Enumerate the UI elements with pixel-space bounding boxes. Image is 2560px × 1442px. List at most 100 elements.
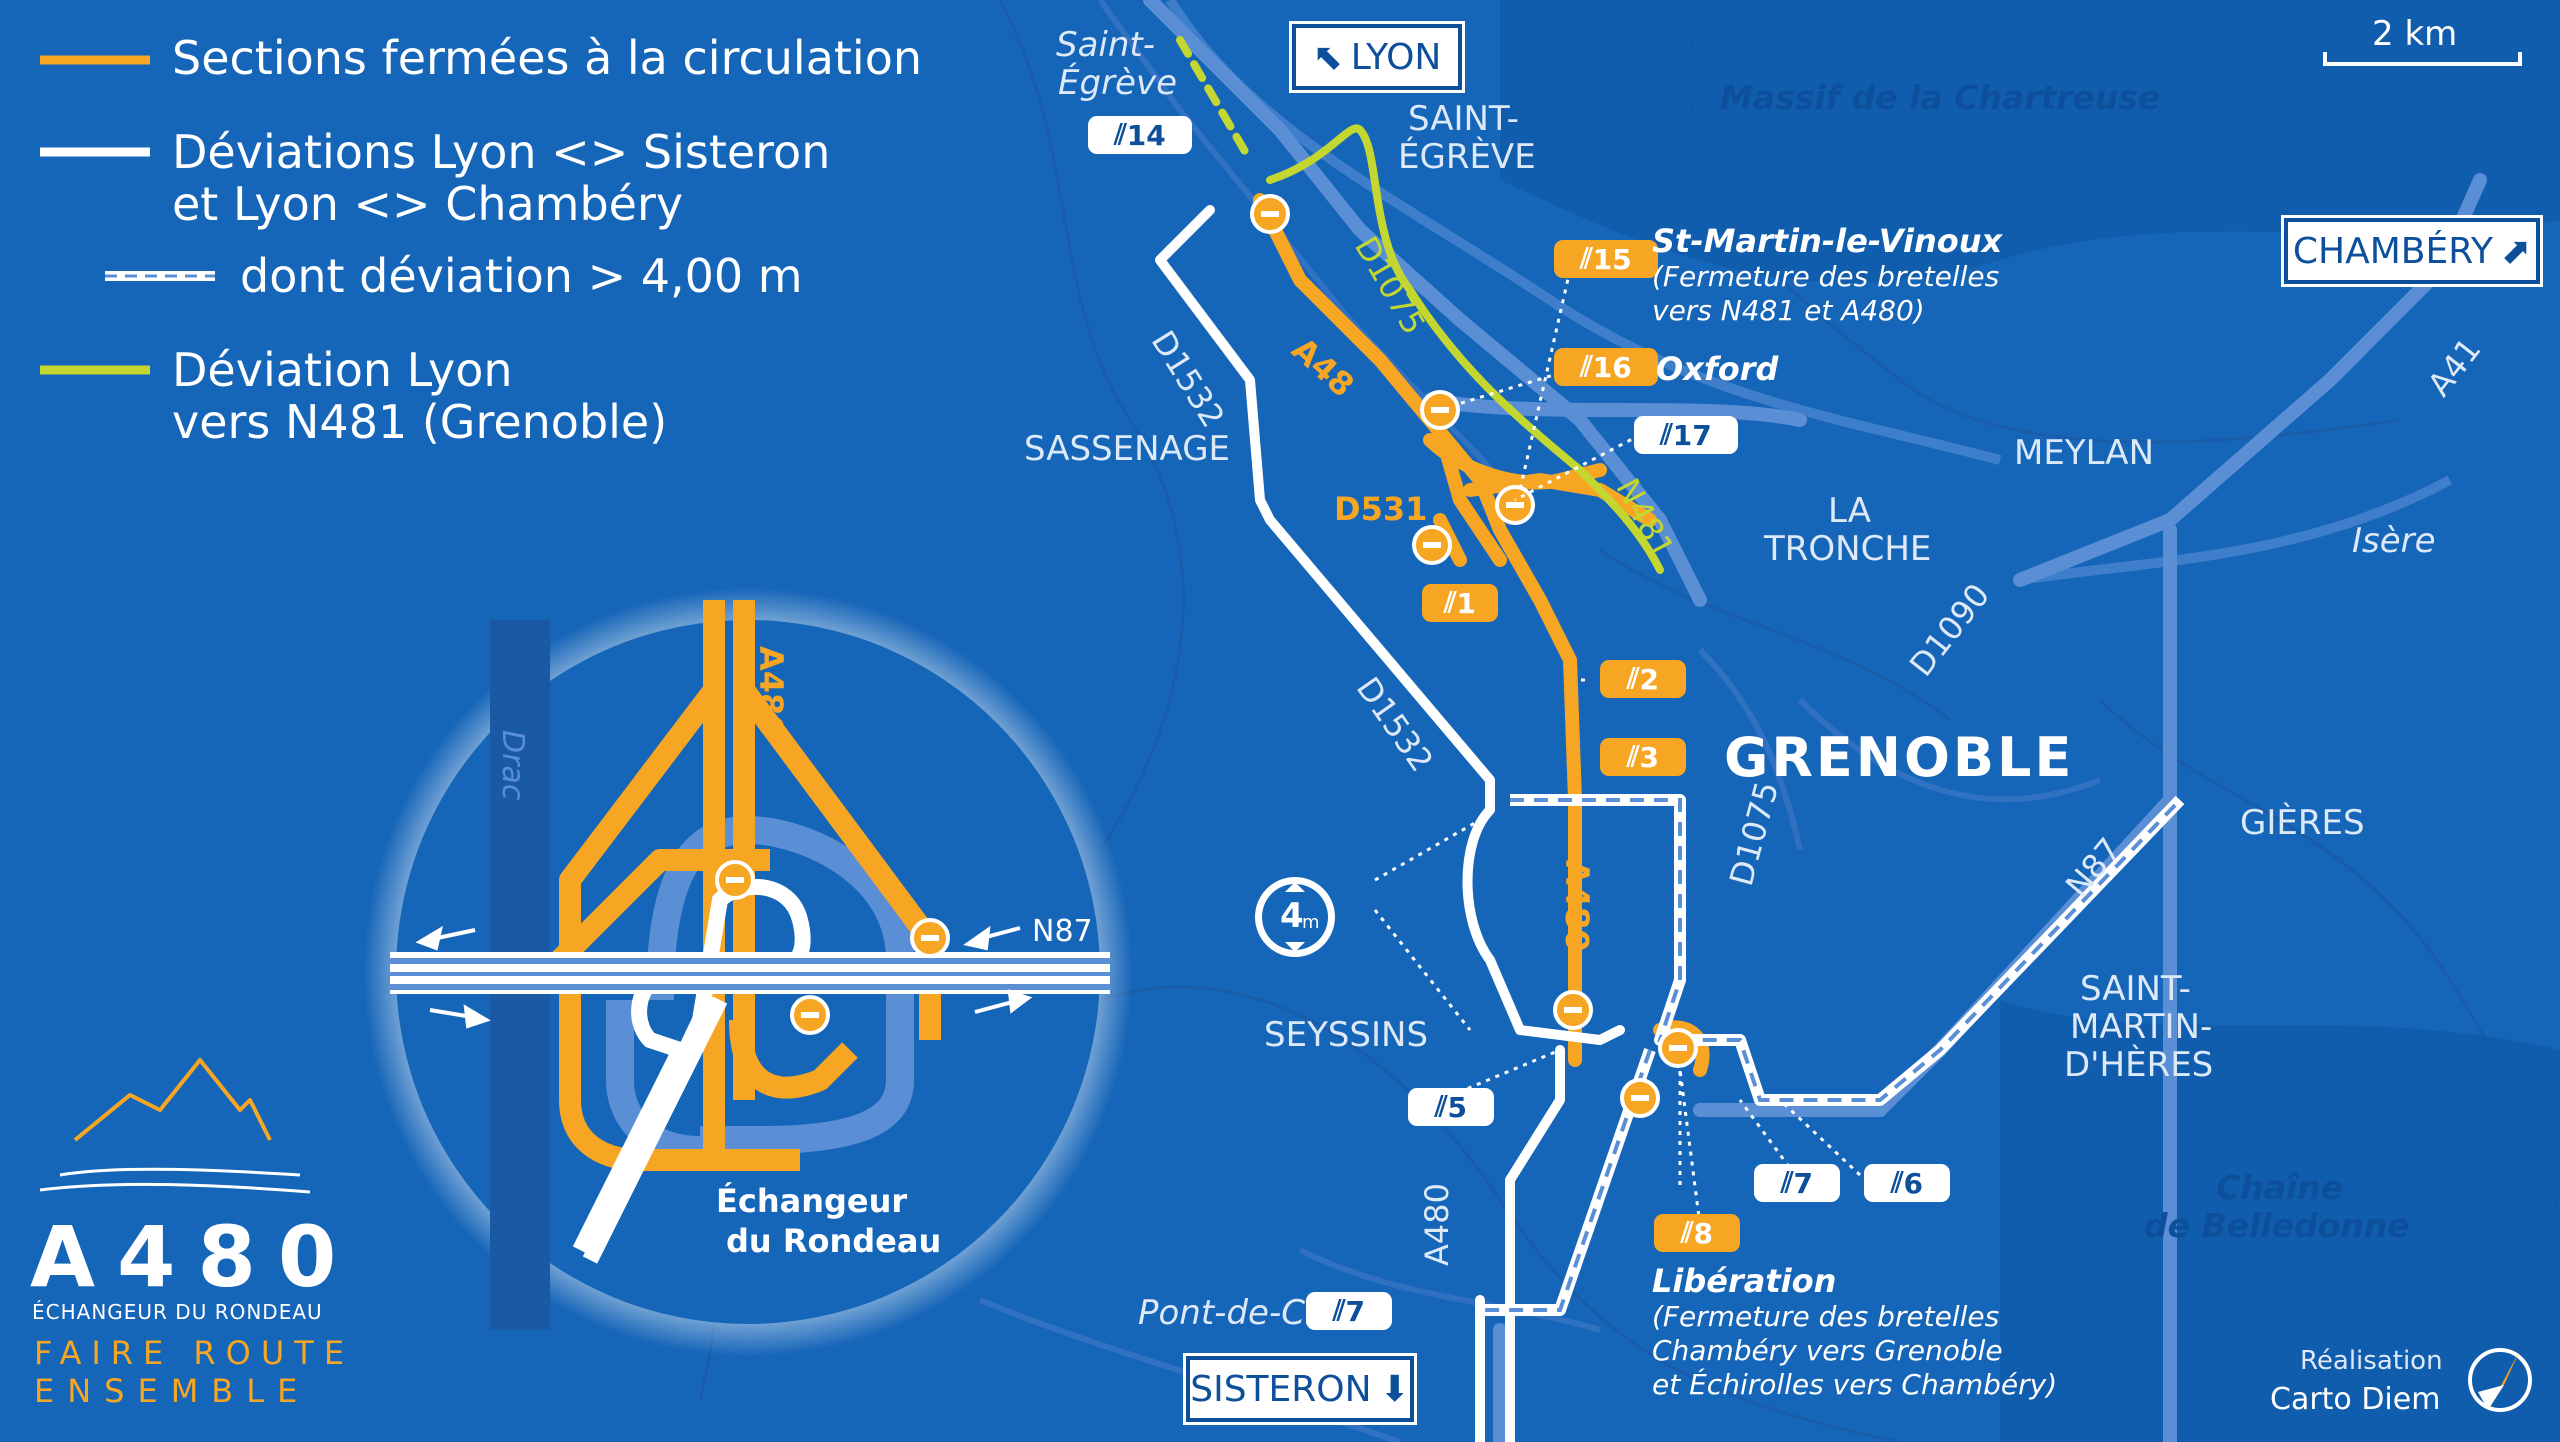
exit-icon: ⫽ xyxy=(1333,1294,1346,1327)
exit-number-5: 5 xyxy=(1447,1090,1467,1124)
closure-markers xyxy=(1250,194,1698,1118)
place-isere: Isère xyxy=(2352,521,2436,561)
exit-icon: ⫽ xyxy=(1660,418,1673,451)
annotation-oxford: Oxford xyxy=(1656,350,1779,388)
place-sassenage: SASSENAGE xyxy=(1024,429,1231,469)
credit-line-2: Carto Diem xyxy=(2270,1382,2441,1417)
annotation-liberation-sub2: Chambéry vers Grenoble xyxy=(1652,1334,2003,1367)
scale-bar xyxy=(2323,52,2522,66)
place-saint-martin-1: SAINT- xyxy=(2080,969,2191,1009)
inset-road-a480: A480 xyxy=(752,646,790,738)
exit-badge-15: ⫽15 xyxy=(1554,240,1658,278)
annotation-stmartin-sub2: vers N481 et A480) xyxy=(1652,294,1925,327)
exit-icon: ⫽ xyxy=(1781,1166,1794,1199)
logo-subtitle: ÉCHANGEUR DU RONDEAU xyxy=(32,1300,323,1324)
exit-number-3: 3 xyxy=(1639,740,1659,774)
sign-lyon: ⬉LYON xyxy=(1289,21,1465,93)
place-grenoble: GRENOBLE xyxy=(1724,726,2075,789)
exit-icon: ⫽ xyxy=(1444,586,1457,619)
logo-tagline-1: FAIRE ROUTE xyxy=(34,1334,355,1372)
legend-wide-label: dont déviation > 4,00 m xyxy=(240,249,803,303)
exit-number-2: 2 xyxy=(1639,662,1659,696)
place-gieres: GIÈRES xyxy=(2240,803,2365,843)
place-saint-egreve-1: SAINT- xyxy=(1408,99,1519,139)
exit-badge-3: ⫽3 xyxy=(1600,738,1686,776)
logo-mountain-icon xyxy=(39,1058,311,1194)
exit-number-14: 14 xyxy=(1126,118,1166,152)
place-la-tronche-2: TRONCHE xyxy=(1764,529,1932,569)
exit-number-16: 16 xyxy=(1592,350,1632,384)
exit-icon: ⫽ xyxy=(1891,1166,1904,1199)
place-belledonne-1: Chaîne xyxy=(2216,1168,2344,1207)
height-limit-sign xyxy=(1255,877,1335,957)
sign-lyon-label: LYON xyxy=(1350,36,1442,78)
wide-deviation-dashes xyxy=(1480,798,2182,1312)
logo-tagline-2: ENSEMBLE xyxy=(34,1372,311,1410)
exit-badge-16: ⫽16 xyxy=(1554,348,1658,386)
exit-badge-1: ⫽1 xyxy=(1422,584,1498,622)
place-belledonne-2: de Belledonne xyxy=(2144,1206,2410,1245)
annotation-liberation-sub1: (Fermeture des bretelles xyxy=(1652,1300,2000,1333)
exit-icon: ⫽ xyxy=(1681,1216,1694,1249)
mountain-areas xyxy=(1500,0,2560,1442)
place-saint-egreve-2: ÉGRÈVE xyxy=(1398,137,1536,177)
annotation-stmartin-title: St-Martin-le-Vinoux xyxy=(1652,222,2003,260)
exit-badge-5: ⫽5 xyxy=(1408,1088,1494,1126)
exit-number-17: 17 xyxy=(1672,418,1712,452)
place-saint-egreve-small-2: Égrève xyxy=(1058,63,1177,103)
scale-label: 2 km xyxy=(2372,14,2458,54)
sign-sisteron-label: SISTERON xyxy=(1190,1368,1372,1410)
annotation-liberation-title: Libération xyxy=(1652,1262,1837,1300)
exit-icon: ⫽ xyxy=(1580,242,1593,275)
place-la-tronche-1: LA xyxy=(1828,491,1871,531)
inset-road-n87: N87 xyxy=(1032,914,1093,949)
inset-title-1: Échangeur xyxy=(716,1182,908,1220)
arrow-up-left-icon: ⬉ xyxy=(1312,36,1343,78)
exit-number-1: 1 xyxy=(1456,586,1476,620)
place-saint-egreve-small-1: Saint- xyxy=(1056,25,1156,65)
exit-badge-8: ⫽8 xyxy=(1654,1214,1740,1252)
inset-map xyxy=(363,587,1133,1357)
legend-swatches xyxy=(40,55,215,375)
legend-closed-label: Sections fermées à la circulation xyxy=(172,31,922,85)
exit-icon: ⫽ xyxy=(1580,350,1593,383)
closed-sections xyxy=(1253,193,1710,1077)
sign-chambery: CHAMBÉRY⬈ xyxy=(2281,215,2543,287)
exit-badge-17: ⫽17 xyxy=(1634,416,1738,454)
legend-green-label-1: Déviation Lyon xyxy=(172,343,513,397)
height-limit-value: 4 xyxy=(1280,896,1304,936)
exit-number-8: 8 xyxy=(1693,1216,1713,1250)
exit-number-7a: 7 xyxy=(1793,1166,1813,1200)
legend-deviation-label-2: et Lyon <> Chambéry xyxy=(172,177,684,231)
annotation-stmartin-sub1: (Fermeture des bretelles xyxy=(1652,260,2000,293)
place-saint-martin-2: MARTIN- xyxy=(2070,1007,2213,1047)
exit-icon: ⫽ xyxy=(1114,118,1127,151)
place-seyssins: SEYSSINS xyxy=(1264,1015,1429,1055)
road-a480-mid: A480 xyxy=(1558,860,1596,952)
inset-title-2: du Rondeau xyxy=(726,1222,942,1260)
annotation-liberation-sub3: et Échirolles vers Chambéry) xyxy=(1652,1368,2058,1401)
exit-number-15: 15 xyxy=(1592,242,1632,276)
exit-badge-14: ⫽14 xyxy=(1088,116,1192,154)
compass-icon xyxy=(2468,1348,2532,1412)
legend-green-label-2: vers N481 (Grenoble) xyxy=(172,395,668,449)
green-deviation xyxy=(1176,36,1664,574)
exit-icon: ⫽ xyxy=(1435,1090,1448,1123)
road-a480-low: A480 xyxy=(1418,1183,1456,1266)
logo-title: A480 xyxy=(30,1208,359,1306)
place-saint-martin-3: D'HÈRES xyxy=(2064,1045,2214,1085)
exit-badge-7a: ⫽7 xyxy=(1754,1164,1840,1202)
height-limit-unit: m xyxy=(1302,912,1320,933)
exit-number-7b: 7 xyxy=(1345,1294,1365,1328)
exit-badge-7b: ⫽7 xyxy=(1306,1292,1392,1330)
exit-badge-6: ⫽6 xyxy=(1864,1164,1950,1202)
arrow-down-icon: ⬇ xyxy=(1379,1368,1410,1410)
exit-badge-2: ⫽2 xyxy=(1600,660,1686,698)
sign-sisteron: SISTERON⬇ xyxy=(1183,1353,1417,1425)
exit-number-6: 6 xyxy=(1903,1166,1923,1200)
legend-deviation-label-1: Déviations Lyon <> Sisteron xyxy=(172,125,831,179)
road-d531: D531 xyxy=(1334,490,1428,528)
exit-icon: ⫽ xyxy=(1627,662,1640,695)
